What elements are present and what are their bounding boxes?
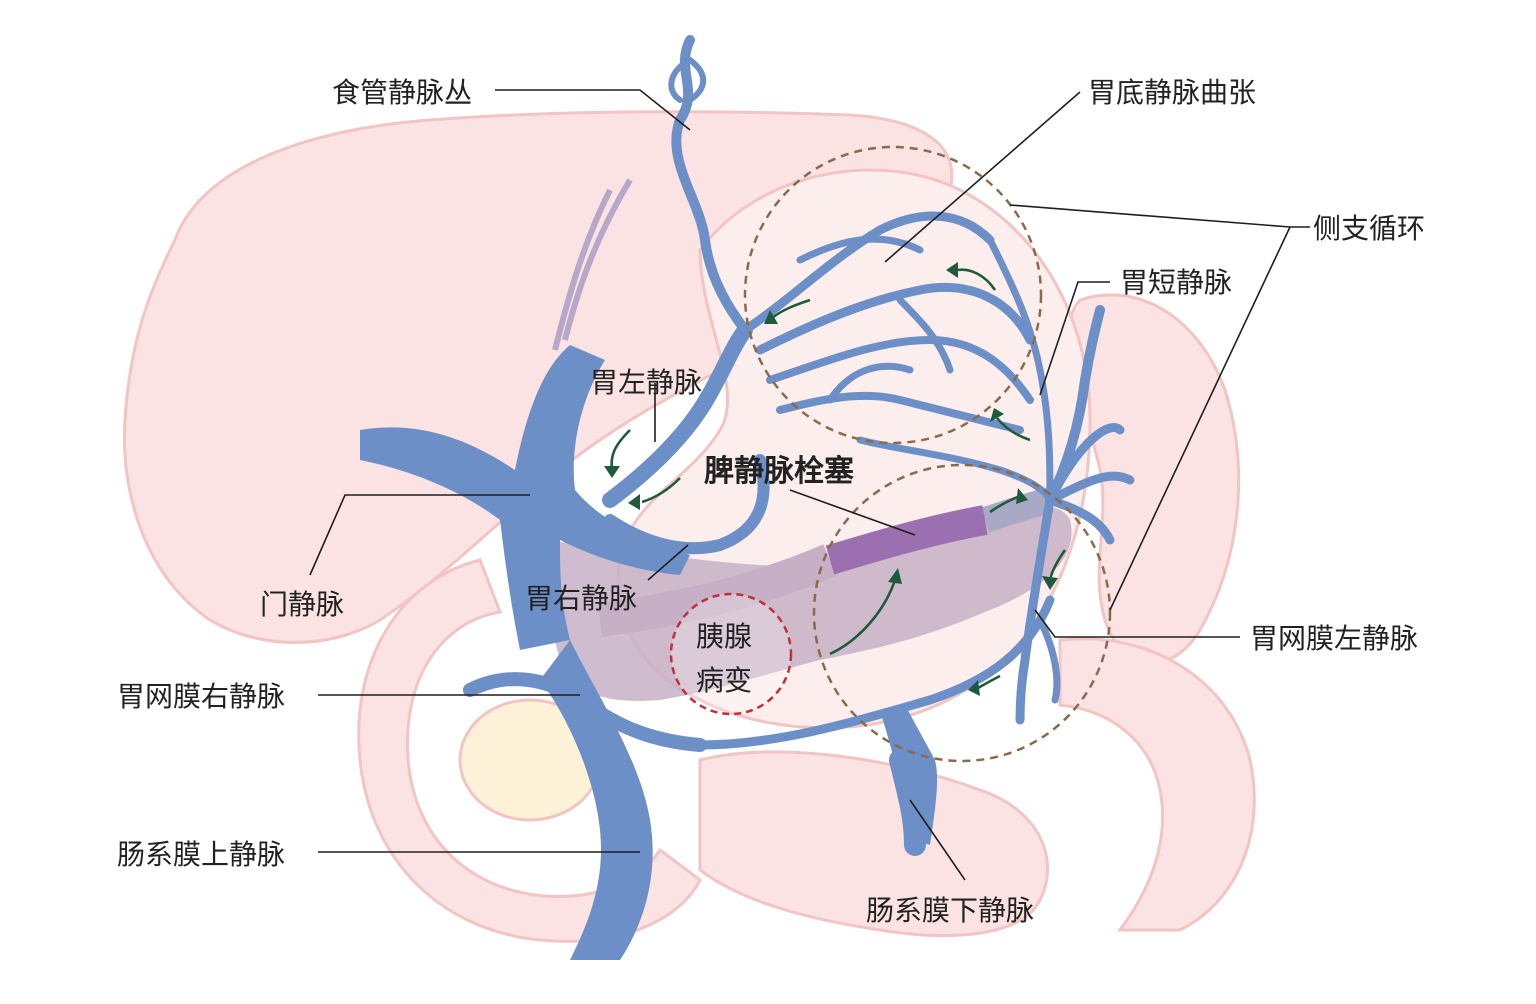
colon [1058,637,1256,932]
right-gastroepiploic-vessel [463,672,707,752]
label-portal-vein: 门静脉 [260,588,344,621]
label-splenic-vein-thrombosis: 脾静脉栓塞 [704,454,854,489]
label-inferior-mesenteric-vein: 肠系膜下静脉 [866,894,1034,927]
hilum-branch-3 [1045,423,1125,505]
esophageal-plexus-vein [671,35,750,335]
lesion-circle [669,592,793,716]
collateral-circle [812,463,1112,763]
varices-circle [743,145,1043,445]
hilum-branch-2 [1045,495,1115,545]
imv-lower [889,749,926,856]
label-superior-mesenteric-vein: 肠系膜上静脉 [117,838,285,871]
leader-lines [309,89,1310,881]
label-gastric-fundus-varices: 胃底静脉曲张 [1088,76,1256,109]
label-left-gastroepiploic-vein: 胃网膜左静脉 [1250,622,1418,655]
pancreas [537,505,1072,701]
label-right-gastric-vein: 胃右静脉 [525,582,637,615]
splenic-vein [597,544,837,637]
hilum-branch-1 [1045,471,1135,505]
gastroepiploic-arc [695,595,1055,750]
flow-arrows [604,262,1067,696]
superior-mesenteric-vein-vessel [540,640,653,960]
left-portal-branch [552,178,633,351]
fundus-varices-network [740,211,1054,504]
duodenum [357,558,702,943]
left-gastroepiploic-vessel [1015,495,1055,725]
esophageal-branch [668,57,707,103]
organs [122,110,1256,943]
left-gastric-vein [602,322,753,508]
right-gastric-vessel [604,454,770,555]
label-pancreatic-lesion-line1: 胰腺 [696,620,752,653]
splenic-vein-distal [981,487,1054,533]
thrombosed-segment [825,505,988,575]
label-short-gastric-vein: 胃短静脉 [1120,266,1232,299]
label-collateral-circulation: 侧支循环 [1313,212,1425,245]
labels: 食管静脉丛 胃底静脉曲张 侧支循环 胃短静脉 胃左静脉 脾静脉栓塞 门静脉 胃右… [117,76,1425,927]
label-esophageal-plexus: 食管静脉丛 [332,76,472,109]
label-left-gastric-vein: 胃左静脉 [590,366,702,399]
portal-vein [360,345,690,650]
veins [360,35,1135,960]
label-right-gastroepiploic-vein: 胃网膜右静脉 [117,680,285,713]
lge-branch [1036,616,1061,704]
jejunum [698,750,1049,938]
label-pancreatic-lesion-line2: 病变 [696,664,752,697]
